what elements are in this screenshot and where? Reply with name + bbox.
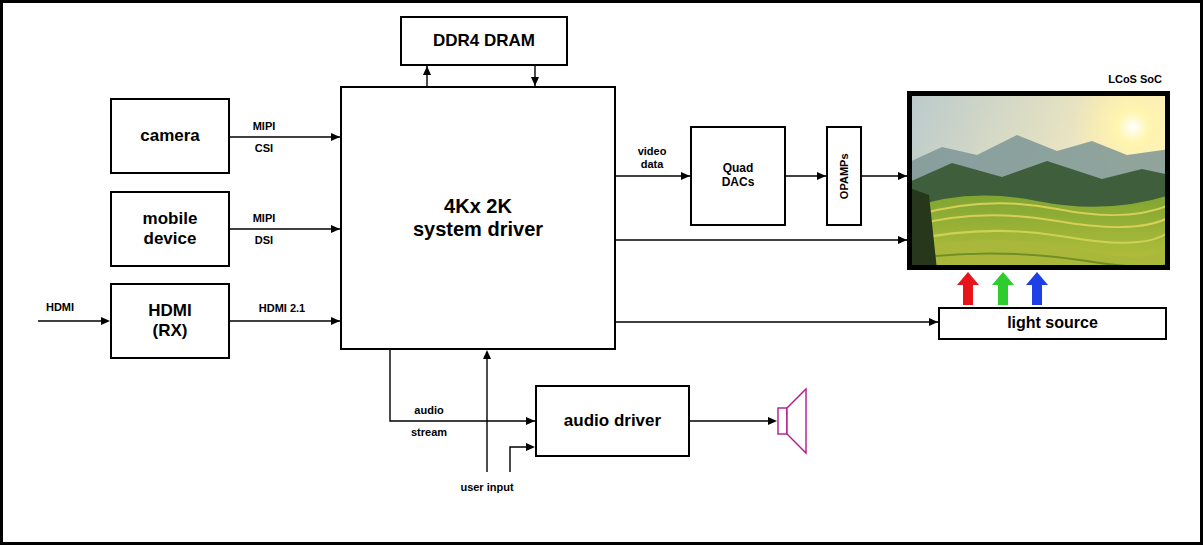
block-box: OPAMPs: [826, 126, 862, 226]
connector: [616, 172, 690, 180]
block-box: mobile device: [110, 191, 230, 267]
block-label: mobile device: [129, 209, 211, 248]
connector: [423, 66, 431, 86]
signal-label: video data: [632, 145, 672, 171]
block-box: 4Kx 2K system driver: [340, 86, 616, 350]
block-label: 4Kx 2K system driver: [410, 195, 547, 241]
signal-label: HDMI 2.1: [259, 302, 305, 315]
landscape-illustration: [907, 91, 1170, 270]
block-label: Quad DACs: [714, 162, 762, 190]
block-box: HDMI (RX): [110, 283, 230, 359]
block-label: light source: [1007, 314, 1098, 332]
connector: [390, 350, 535, 425]
block-label: audio driver: [564, 411, 661, 431]
signal-label: user input: [460, 481, 513, 493]
block-box: light source: [938, 307, 1167, 340]
block-box: audio driver: [535, 385, 690, 457]
signal-label: MIPI DSI: [248, 207, 280, 251]
signal-label: HDMI: [46, 301, 74, 313]
block-label: DDR4 DRAM: [433, 31, 535, 51]
display-panel: LCoS SoC: [907, 72, 1170, 270]
connector: [616, 318, 938, 326]
block-box: camera: [110, 98, 230, 174]
vertical-label: OPAMPs: [838, 153, 851, 199]
panel-heading: LCoS SoC: [1108, 73, 1162, 86]
block-box: Quad DACs: [690, 126, 786, 226]
block-box: DDR4 DRAM: [400, 16, 568, 66]
connector: [957, 272, 979, 305]
signal-label: MIPI CSI: [248, 115, 280, 159]
connector: [616, 236, 907, 244]
connector: [230, 317, 340, 325]
connector: [862, 172, 907, 180]
connector: [531, 66, 539, 86]
block-label: HDMI (RX): [139, 301, 201, 340]
connector: [230, 133, 340, 141]
connector: [230, 225, 340, 233]
block-label: camera: [140, 126, 200, 146]
connector: [1026, 272, 1048, 305]
signal-label: audio stream: [404, 399, 454, 443]
connector: [992, 272, 1014, 305]
connector: [786, 172, 826, 180]
